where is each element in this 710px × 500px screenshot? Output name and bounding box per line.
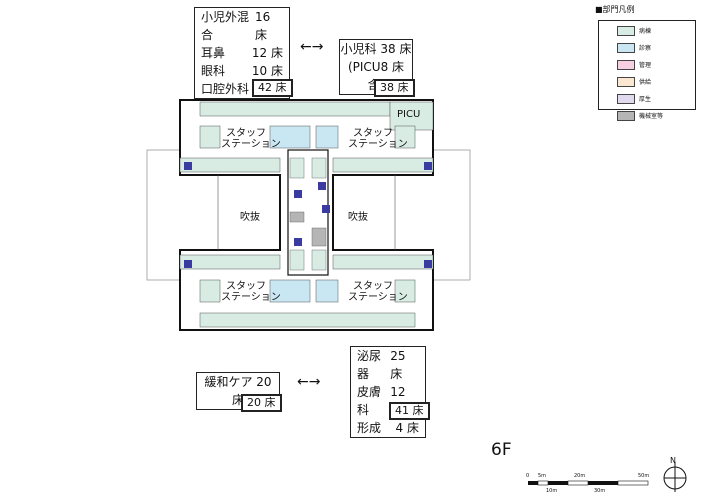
legend-item: 供給 (617, 74, 695, 89)
legend-title: ■部門凡例 (595, 5, 635, 14)
bed-count: 12 床 (251, 46, 283, 60)
legend-swatch (617, 59, 635, 70)
scale-tick: 50m (638, 473, 650, 479)
legend-label: 管理 (639, 62, 652, 69)
legend-item: 診察 (617, 40, 695, 55)
legend-swatch (617, 76, 635, 87)
scale-tick: 0 (526, 473, 530, 479)
bed-count: 16 床 (255, 10, 271, 42)
ward-band-top (199, 101, 391, 117)
atrium-label: 吹抜 (348, 212, 368, 223)
ward-band-bottom (199, 312, 416, 328)
double-arrow-icon: ←→ (300, 39, 324, 55)
dept-name: 泌尿器 (357, 349, 382, 381)
dept-name: 皮膚科 (357, 385, 382, 417)
scale-bar (528, 480, 649, 486)
corridor-bottom-right (332, 254, 434, 270)
scale-tick: 5m (538, 473, 547, 479)
picu-label: PICU (397, 109, 421, 120)
total-tag: 41 床 (389, 402, 430, 420)
elevator-icons (184, 162, 432, 268)
atrium-label: 吹抜 (240, 212, 260, 223)
bed-count: 25 床 (390, 349, 406, 381)
legend-item: 病棟 (617, 23, 695, 38)
legend-item: 管理 (617, 57, 695, 72)
dept-name: 口腔外科 (201, 82, 250, 96)
dept-name: 小児外混合 (201, 10, 250, 42)
dept-name: 耳鼻 (201, 46, 226, 60)
corridor-top-left (179, 157, 281, 173)
bed-count: 4 床 (395, 421, 419, 435)
total-tag: 38 床 (374, 79, 415, 97)
staff-station-label: スタッフ ステーション (221, 128, 281, 150)
legend-label: 診察 (639, 45, 652, 52)
scale-tick: 10m (546, 488, 558, 494)
total-tag: 20 床 (241, 394, 282, 412)
total-tag: 42 床 (252, 79, 293, 97)
staff-station-label: スタッフ ステーション (221, 281, 281, 303)
north-label: N (670, 456, 676, 465)
legend-item: 厚生 (617, 91, 695, 106)
dept-line: 小児科 38 床 (340, 42, 412, 56)
scale-tick: 30m (594, 488, 606, 494)
legend-label: 機械室等 (639, 113, 664, 120)
scale-tick: 20m (574, 473, 586, 479)
legend-swatch (617, 93, 635, 104)
floor-label: 6F (491, 440, 512, 460)
north-arrow-icon (663, 462, 687, 492)
legend-label: 供給 (639, 79, 652, 86)
legend-item: 機械室等 (617, 108, 695, 123)
legend-label: 厚生 (639, 96, 652, 103)
corridor-top-right (332, 157, 434, 173)
legend: 病棟診察管理供給厚生機械室等 (598, 20, 696, 121)
double-arrow-icon: ←→ (297, 374, 321, 390)
staff-station-label: スタッフ ステーション (348, 281, 408, 303)
dept-name: 形成 (357, 421, 382, 435)
legend-swatch (617, 110, 635, 121)
dept-name: 眼科 (201, 64, 226, 78)
legend-swatch (617, 25, 635, 36)
corridor-bottom-left (179, 254, 281, 270)
dept-line: 緩和ケア 20 床 (204, 375, 272, 407)
bed-count: 10 床 (251, 64, 283, 78)
legend-label: 病棟 (639, 28, 652, 35)
staff-station-label: スタッフ ステーション (348, 128, 408, 150)
machine-room (289, 211, 305, 223)
legend-swatch (617, 42, 635, 53)
consult-room (269, 125, 311, 149)
